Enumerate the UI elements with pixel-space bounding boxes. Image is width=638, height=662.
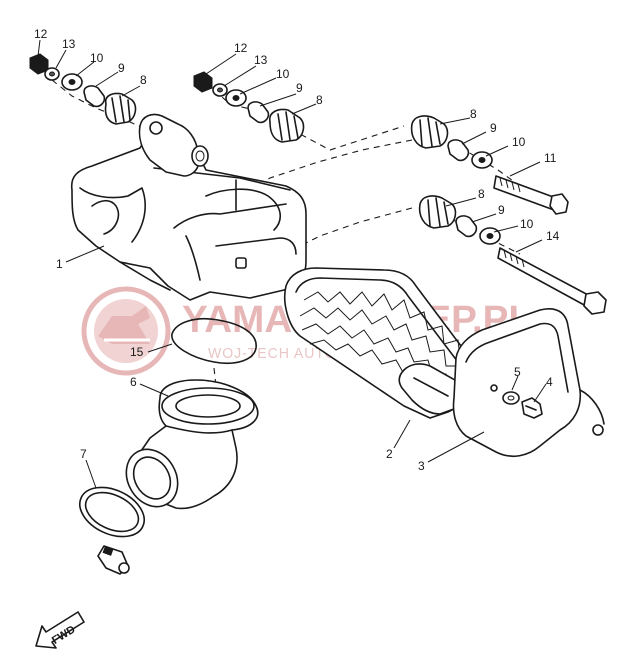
callout-1: 1: [56, 257, 63, 271]
callout-10: 10: [90, 51, 104, 65]
callout-12: 12: [34, 27, 48, 41]
callout-2: 2: [386, 447, 393, 461]
part-seal-ring: [171, 318, 257, 364]
part-filter-cover: [452, 308, 605, 458]
part-hose-clamp: [79, 486, 145, 575]
callout-12: 12: [234, 41, 248, 55]
callout-labels: 12 13 10 9 8 12 13 10 9 8 8 9 10 11 8 9 …: [34, 27, 560, 473]
callout-10: 10: [520, 217, 534, 231]
callout-10: 10: [512, 135, 526, 149]
callout-9: 9: [296, 81, 303, 95]
callout-3: 3: [418, 459, 425, 473]
callout-9: 9: [490, 121, 497, 135]
callout-8: 8: [478, 187, 485, 201]
callout-13: 13: [62, 37, 76, 51]
callout-6: 6: [130, 375, 137, 389]
hardware-stack-a: [29, 53, 137, 125]
callout-8: 8: [140, 73, 147, 87]
hardware-stack-c: [410, 115, 569, 215]
part-screw-washer: [502, 391, 520, 405]
forward-direction-marker: FWD: [35, 611, 85, 649]
callout-14: 14: [546, 229, 560, 243]
part-cover-screw: [521, 397, 543, 419]
part-air-box: [70, 113, 307, 301]
callout-5: 5: [514, 365, 521, 379]
watermark-logo-icon: [81, 286, 171, 376]
callout-4: 4: [546, 375, 553, 389]
hardware-stack-b: [193, 71, 305, 143]
callout-15: 15: [130, 345, 144, 359]
leader-lines: [37, 39, 547, 489]
callout-11: 11: [544, 151, 557, 165]
callout-13: 13: [254, 53, 268, 67]
callout-8: 8: [316, 93, 323, 107]
callout-9: 9: [498, 203, 505, 217]
callout-9: 9: [118, 61, 125, 75]
callout-10: 10: [276, 67, 290, 81]
callout-7: 7: [80, 447, 87, 461]
hardware-stack-d: [418, 195, 607, 315]
callout-8: 8: [470, 107, 477, 121]
part-intake-joint: [125, 379, 259, 510]
